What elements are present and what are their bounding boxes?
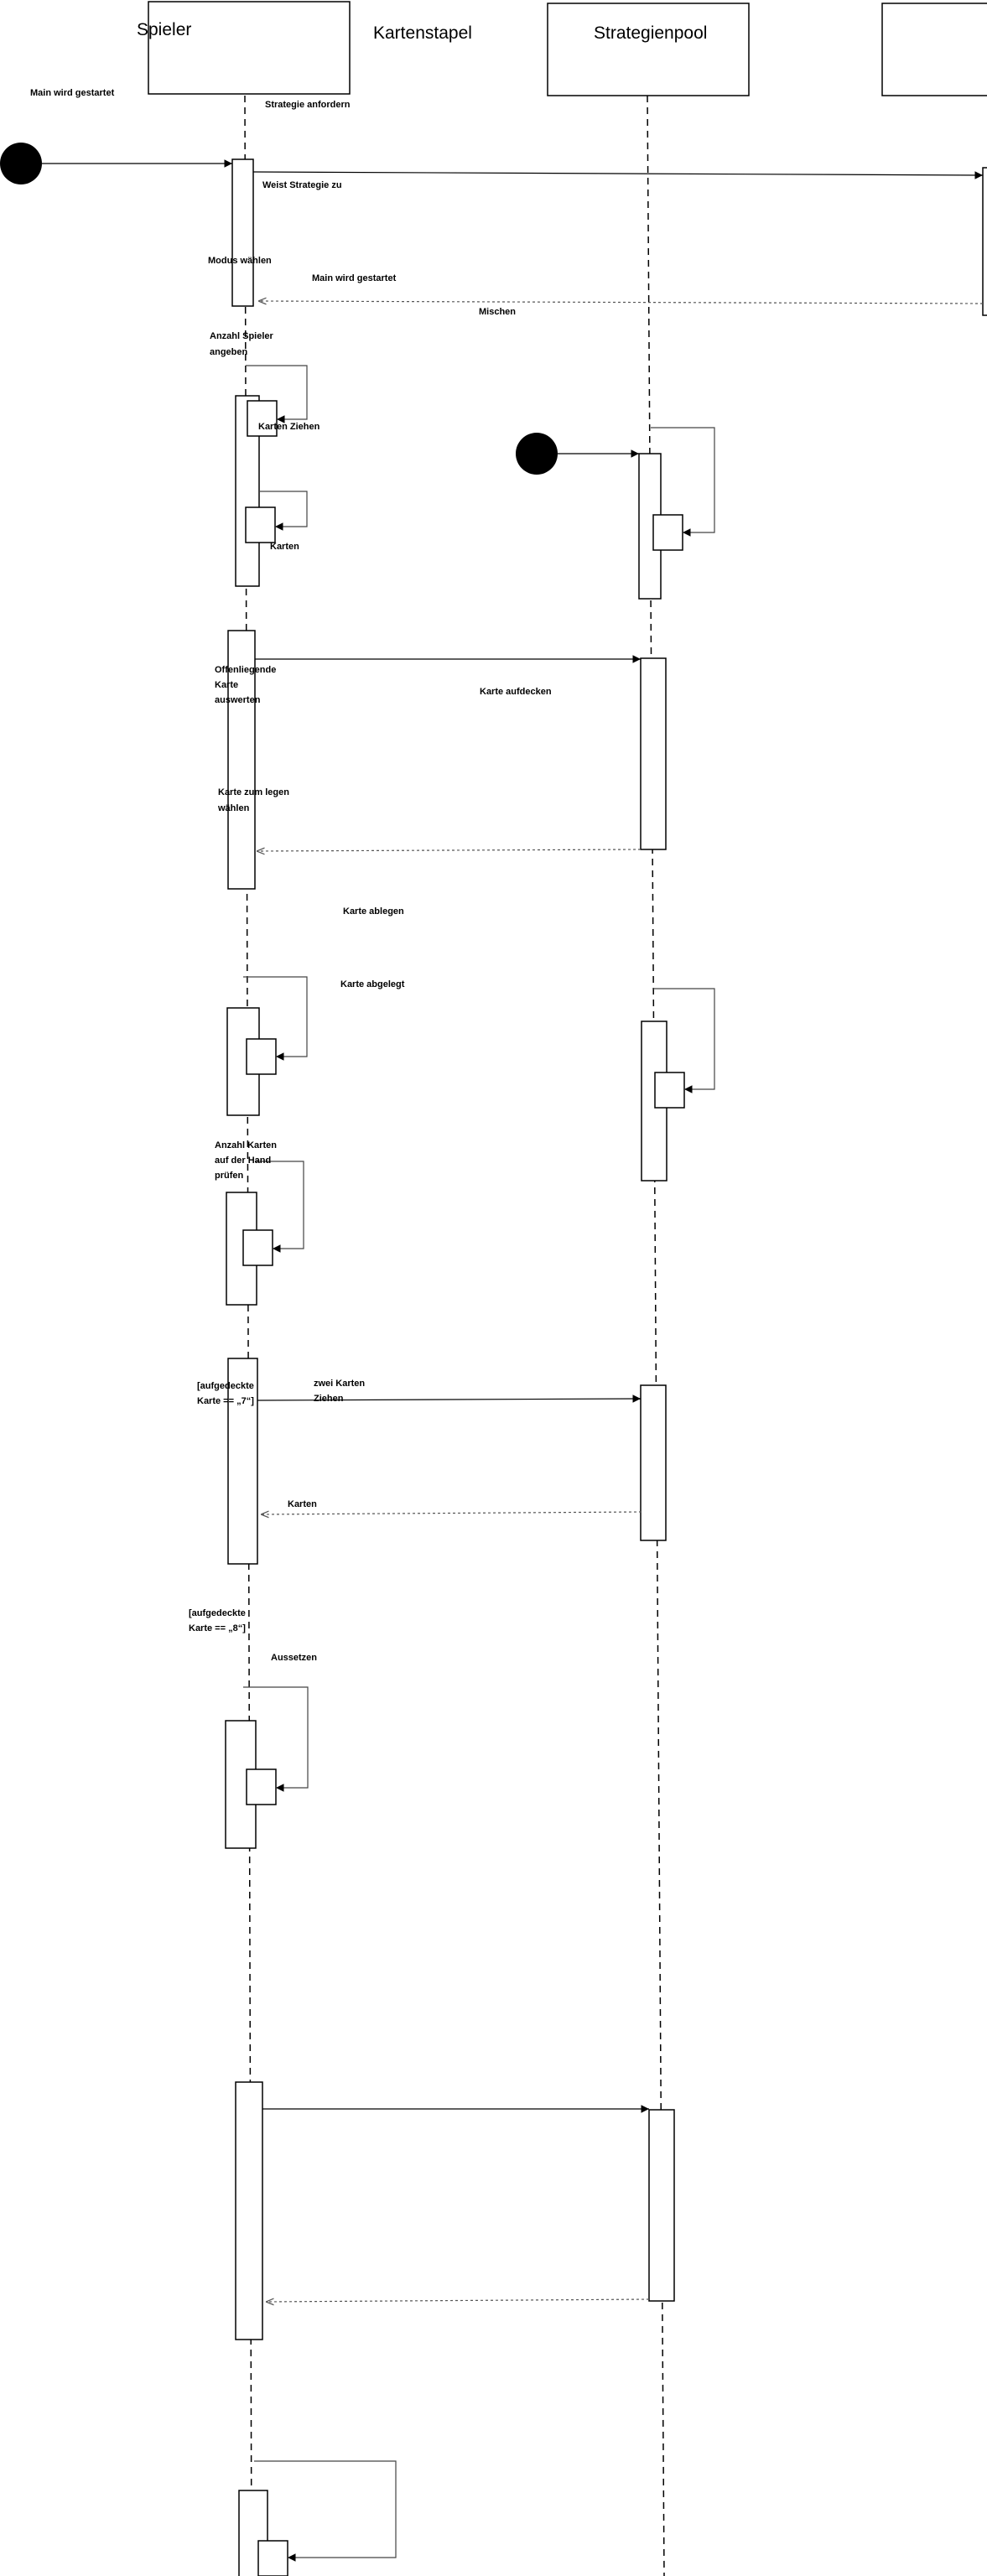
activation-bar <box>982 167 987 316</box>
self-call-box <box>652 514 683 551</box>
guard-label: Karte == „7“] <box>197 1396 254 1406</box>
return-arrow <box>266 2299 650 2302</box>
message-label: Karte zum legen <box>218 787 289 797</box>
message-label: Karte abgelegt <box>340 979 405 989</box>
message-label: Strategie anfordern <box>265 100 351 110</box>
message-label: Weist Strategie zu <box>262 180 342 190</box>
message-label: zwei Karten <box>314 1379 365 1389</box>
guard-label: Karte == „8“] <box>189 1623 246 1633</box>
message-label: Main wird gestartet <box>30 88 115 98</box>
guard-label: [aufgedeckte <box>197 1381 254 1391</box>
participant-label-spieler: Spieler <box>137 20 191 39</box>
self-call-box <box>246 1768 277 1805</box>
activation-bar <box>640 657 667 850</box>
self-call-loop <box>254 2460 397 2562</box>
message-label: Anzahl Karten <box>215 1140 277 1150</box>
message-label: auf der Hand <box>215 1156 271 1166</box>
self-call-box <box>245 506 276 543</box>
message-label: Karte aufdecken <box>480 687 552 697</box>
message-label: Karten Ziehen <box>258 422 320 432</box>
self-call-box <box>247 400 278 437</box>
message-label: auswerten <box>215 695 261 705</box>
initial-node-1 <box>0 143 42 184</box>
message-label: Karten <box>270 542 299 552</box>
activation-bar <box>231 158 254 307</box>
self-call-loop <box>246 365 308 423</box>
activation-bar <box>648 2109 675 2302</box>
activation-bar <box>640 1384 667 1541</box>
guard-label: [aufgedeckte <box>189 1608 246 1618</box>
self-call-loop <box>243 976 308 1061</box>
return-arrow <box>257 849 642 851</box>
self-call-loop <box>653 988 715 1093</box>
activation-bar <box>227 1358 258 1565</box>
participant-label-kartenstapel: Kartenstapel <box>373 23 472 43</box>
message-label: Karte ablegen <box>343 906 404 917</box>
message-arrow <box>252 171 984 179</box>
message-label: angeben <box>210 347 248 357</box>
activation-bar <box>227 630 256 890</box>
return-arrow <box>258 301 984 304</box>
self-call-box <box>246 1038 277 1075</box>
participant-label-strategienpool: Strategienpool <box>594 23 707 43</box>
message-label: Anzahl Spieler <box>210 331 274 341</box>
message-label: prüfen <box>215 1171 244 1181</box>
self-call-loop <box>259 491 308 531</box>
participant-box-unnamed <box>881 3 987 96</box>
message-label: Offenliegende <box>215 665 276 675</box>
self-call-box <box>242 1229 273 1266</box>
self-call-box <box>257 2540 288 2576</box>
self-call-box <box>654 1072 685 1109</box>
participant-box-strategienpool <box>547 3 750 96</box>
message-label: Karte <box>215 680 238 690</box>
self-call-loop <box>255 1161 304 1253</box>
message-label: Main wird gestartet <box>312 273 397 283</box>
message-label: Ziehen <box>314 1394 344 1404</box>
self-call-loop <box>243 1686 309 1792</box>
message-arrow <box>257 1394 642 1403</box>
activation-bar <box>235 2081 263 2340</box>
message-label: Karten <box>288 1499 317 1509</box>
message-label: Aussetzen <box>271 1653 317 1663</box>
self-call-loop <box>651 427 715 537</box>
return-arrow <box>261 1512 642 1514</box>
message-label: Modus wählen <box>208 256 272 266</box>
participant-box-spieler <box>148 1 351 95</box>
message-label: Mischen <box>479 307 516 317</box>
initial-node-2 <box>516 433 558 475</box>
message-label: wählen <box>217 803 250 813</box>
